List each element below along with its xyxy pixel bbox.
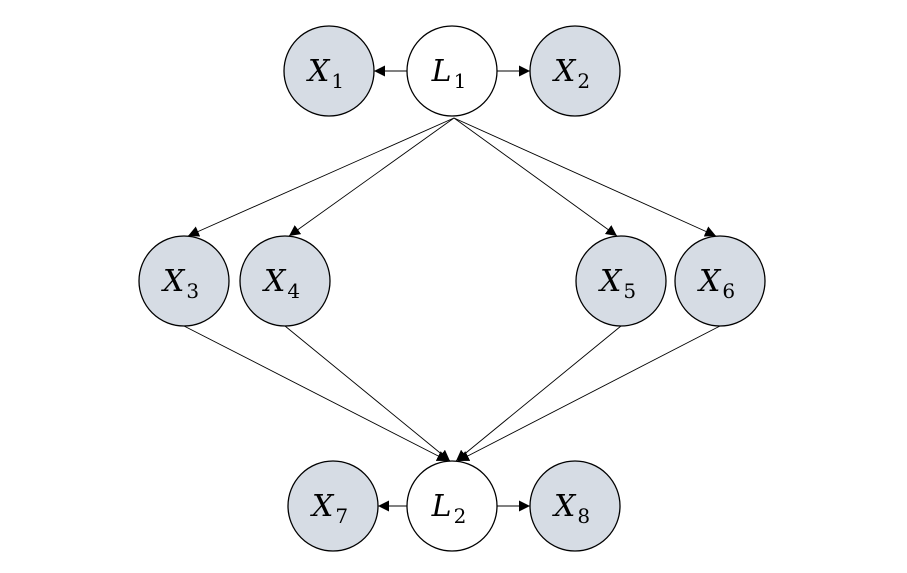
node-subscript: 4 — [287, 279, 300, 303]
edge-x3-to-l2 — [183, 325, 449, 462]
edge-x6-to-l2 — [457, 325, 721, 462]
node-letter: X — [598, 264, 623, 299]
latent-node-circle — [406, 460, 498, 552]
node-subscript: 7 — [335, 504, 348, 528]
node-subscript: 1 — [331, 69, 344, 93]
observed-node-circle — [529, 460, 621, 552]
node-subscript: 2 — [454, 504, 467, 528]
edges-layer — [183, 65, 721, 512]
observed-node-circle — [529, 25, 621, 117]
observed-node-circle — [674, 235, 766, 327]
node-letter: X — [306, 54, 331, 89]
node-letter: X — [161, 264, 186, 299]
edge-x5-to-l2 — [455, 325, 622, 462]
node-letter: L — [431, 54, 452, 89]
node-letter: L — [431, 489, 452, 524]
observed-node-circle — [138, 235, 230, 327]
edge-l1-to-x5 — [453, 117, 618, 237]
node-subscript: 2 — [577, 69, 590, 93]
node-letter: X — [552, 489, 577, 524]
node-letter: X — [697, 264, 722, 299]
node-subscript: 8 — [577, 504, 590, 528]
node-subscript: 5 — [623, 279, 636, 303]
observed-node-circle — [239, 235, 331, 327]
node-subscript: 6 — [722, 279, 735, 303]
latent-node-circle — [406, 25, 498, 117]
observed-node-circle — [283, 25, 375, 117]
observed-node-circle — [287, 460, 379, 552]
node-letter: X — [310, 489, 335, 524]
edge-l1-to-x3 — [187, 117, 455, 237]
node-subscript: 1 — [454, 69, 467, 93]
node-subscript: 3 — [186, 279, 199, 303]
edge-l1-to-x4 — [288, 117, 455, 237]
node-letter: X — [262, 264, 287, 299]
edge-x4-to-l2 — [284, 325, 451, 462]
edge-l1-to-x6 — [453, 117, 717, 237]
observed-node-circle — [575, 235, 667, 327]
node-letter: X — [552, 54, 577, 89]
